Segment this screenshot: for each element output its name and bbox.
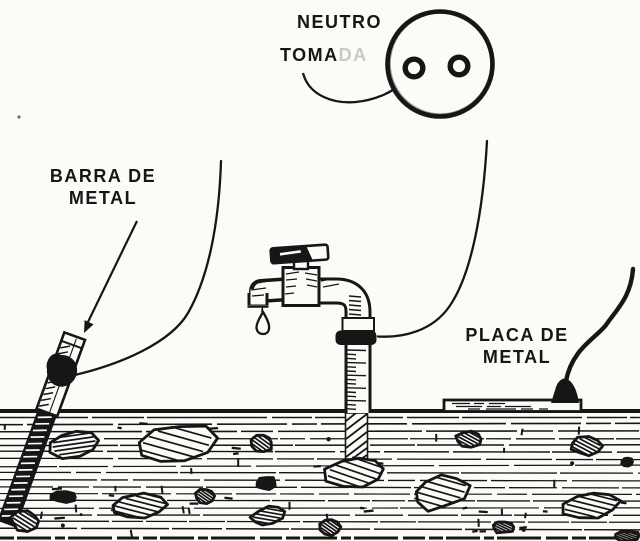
rock [569, 435, 605, 458]
rock [249, 433, 273, 453]
faucet-handle [269, 243, 330, 265]
paper-speck [17, 115, 21, 119]
rock [9, 509, 41, 533]
label-placa-line1: PLACA DE [465, 325, 569, 345]
pipe-coupling [341, 317, 375, 332]
rock [255, 476, 277, 491]
rock [49, 490, 77, 504]
rock [48, 429, 100, 460]
label-barra-line2: METAL [68, 188, 138, 208]
label-neutro: NEUTRO [297, 12, 382, 32]
outlet-socket [385, 9, 495, 119]
body-shading [284, 271, 340, 295]
soil-hatch [0, 422, 640, 538]
rock [454, 429, 483, 449]
faucet [247, 243, 377, 413]
label-barra-line1: BARRA DE [49, 166, 157, 186]
label-tomada: TOMADA [280, 44, 368, 66]
spout-shading [250, 280, 269, 297]
rock [414, 473, 472, 513]
rock [318, 518, 343, 537]
wire-to-plate [563, 266, 636, 384]
label-barra-de-metal: BARRA DE METAL [36, 165, 170, 209]
bar-clamp [46, 353, 78, 387]
rock [137, 424, 220, 463]
rock [613, 530, 640, 541]
rock [323, 456, 385, 489]
rock [491, 520, 516, 535]
wire-to-pipe [376, 139, 489, 338]
neutral-hole [402, 56, 426, 80]
pipe-threads [347, 295, 367, 410]
ground-wires [64, 139, 636, 384]
water-drop [255, 305, 271, 336]
wire-to-bar [64, 159, 223, 379]
rock [620, 456, 634, 468]
rock [194, 487, 216, 505]
rock [248, 504, 287, 527]
buried-pipe-section [344, 412, 369, 460]
label-placa-line2: METAL [482, 347, 552, 367]
label-tomada-text: TOMA [280, 45, 339, 65]
metal-plate [442, 378, 583, 413]
rock [110, 491, 169, 520]
phase-hole [447, 54, 471, 78]
label-tomada-faded: DA [338, 45, 368, 65]
soil-rocks [9, 424, 640, 541]
pipe-clamp [335, 330, 377, 345]
rock [561, 491, 623, 520]
ground-surface [0, 409, 640, 540]
label-placa-de-metal: PLACA DE METAL [452, 324, 582, 368]
plate-solder-blob [551, 378, 579, 403]
arrow-to-bar [84, 320, 94, 333]
metal-bar [0, 330, 87, 528]
